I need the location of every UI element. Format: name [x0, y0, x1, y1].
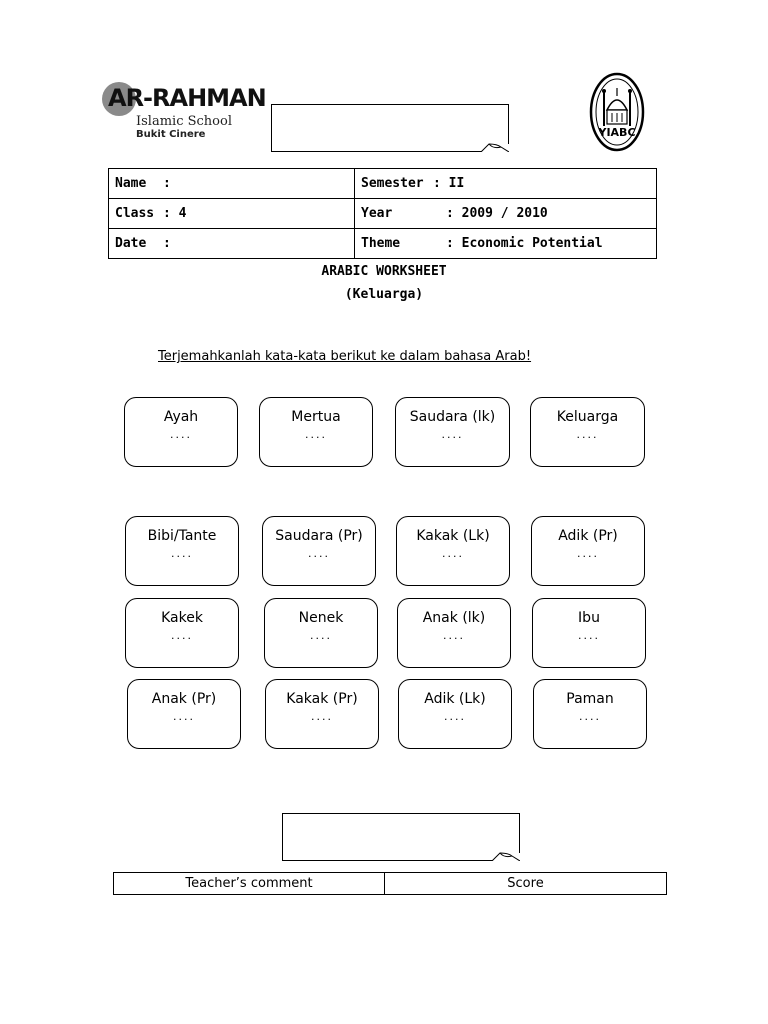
instruction-text: Terjemahkanlah kata-kata berikut ke dala…	[158, 349, 532, 364]
logo-location-text: Bukit Cinere	[136, 129, 206, 140]
info-row: Class : 4 Year : 2009 / 2010	[108, 198, 657, 229]
word-text: Kakak (Pr)	[286, 691, 358, 707]
info-row: Date: Theme : Economic Potential	[108, 228, 657, 259]
word-text: Adik (Pr)	[558, 528, 618, 544]
word-text: Kakak (Lk)	[416, 528, 490, 544]
evaluation-table: Teacher’s comment Score	[113, 872, 667, 895]
word-box: Ayah....	[124, 397, 238, 467]
word-text: Adik (Lk)	[424, 691, 486, 707]
year-cell: Year : 2009 / 2010	[354, 198, 657, 229]
theme-cell: Theme : Economic Potential	[354, 228, 657, 259]
logo-sub-text: Islamic School	[136, 114, 232, 129]
word-box: Adik (Lk)....	[398, 679, 512, 749]
answer-dots: ....	[443, 629, 465, 642]
word-text: Saudara (lk)	[409, 409, 496, 425]
answer-dots: ....	[441, 428, 464, 441]
word-text: Saudara (Pr)	[275, 528, 363, 544]
name-cell: Name:	[108, 168, 355, 199]
answer-dots: ....	[442, 547, 464, 560]
word-box: Keluarga....	[530, 397, 645, 467]
page-curl-icon	[492, 852, 520, 861]
answer-dots: ....	[579, 710, 601, 723]
yiabc-emblem: YIABC	[589, 72, 645, 152]
word-text: Kakek	[161, 610, 203, 626]
word-text: Bibi/Tante	[147, 528, 217, 544]
word-box: Kakak (Pr)....	[265, 679, 379, 749]
theme-label: Theme	[361, 236, 401, 251]
semester-value: : II	[433, 176, 465, 191]
logo-circle	[102, 82, 136, 116]
word-box: Kakek....	[125, 598, 239, 668]
answer-dots: ....	[308, 547, 330, 560]
word-box: Kakak (Lk)....	[396, 516, 510, 586]
word-text: Ibu	[578, 610, 600, 626]
theme-value: : Economic Potential	[446, 236, 603, 251]
answer-dots: ....	[310, 629, 332, 642]
answer-dots: ....	[171, 629, 193, 642]
bottom-note-box	[282, 813, 520, 861]
top-note-box	[271, 104, 509, 152]
answer-dots: ....	[305, 428, 327, 441]
word-box: Paman....	[533, 679, 647, 749]
answer-dots: ....	[576, 428, 599, 441]
answer-dots: ....	[171, 547, 193, 560]
page-curl-icon	[481, 143, 509, 152]
word-box: Adik (Pr)....	[531, 516, 645, 586]
answer-dots: ....	[444, 710, 466, 723]
date-cell: Date:	[108, 228, 355, 259]
name-label: Name	[115, 176, 147, 191]
info-row: Name: Semester : II	[108, 168, 657, 199]
student-info-table: Name: Semester : II Class : 4 Year : 2009 /…	[108, 168, 657, 259]
answer-dots: ....	[170, 428, 192, 441]
word-text: Anak (lk)	[422, 610, 486, 626]
word-box: Mertua....	[259, 397, 373, 467]
school-logo: AR-RAHMAN Islamic School Bukit Cinere	[102, 78, 267, 148]
word-box: Saudara (Pr)....	[262, 516, 376, 586]
teacher-comment-header: Teacher’s comment	[113, 872, 385, 895]
name-value: :	[163, 176, 171, 191]
answer-dots: ....	[311, 710, 333, 723]
logo-main-text: AR-RAHMAN	[108, 84, 267, 112]
word-box: Ibu....	[532, 598, 646, 668]
word-text: Nenek	[298, 610, 344, 626]
word-box: Saudara (lk)....	[395, 397, 510, 467]
word-box: Bibi/Tante....	[125, 516, 239, 586]
worksheet-subtitle: (Keluarga)	[344, 287, 424, 302]
date-value: :	[163, 236, 171, 251]
score-header: Score	[384, 872, 667, 895]
word-text: Ayah	[163, 409, 199, 425]
class-label: Class	[115, 206, 155, 221]
word-box: Anak (Pr)....	[127, 679, 241, 749]
class-value: : 4	[163, 206, 187, 221]
emblem-label: YIABC	[598, 126, 636, 139]
class-cell: Class : 4	[108, 198, 355, 229]
year-value: : 2009 / 2010	[446, 206, 548, 221]
mosque-icon	[589, 72, 645, 152]
word-box: Anak (lk)....	[397, 598, 511, 668]
answer-dots: ....	[578, 629, 600, 642]
semester-label: Semester	[361, 176, 424, 191]
date-label: Date	[115, 236, 147, 251]
year-label: Year	[361, 206, 393, 221]
semester-cell: Semester : II	[354, 168, 657, 199]
word-text: Paman	[566, 691, 614, 707]
word-text: Keluarga	[556, 409, 619, 425]
answer-dots: ....	[577, 547, 599, 560]
worksheet-title: ARABIC WORKSHEET	[321, 264, 447, 279]
evaluation-row: Teacher’s comment Score	[113, 872, 667, 895]
answer-dots: ....	[173, 710, 195, 723]
word-box: Nenek....	[264, 598, 378, 668]
word-text: Mertua	[291, 409, 341, 425]
word-text: Anak (Pr)	[151, 691, 217, 707]
